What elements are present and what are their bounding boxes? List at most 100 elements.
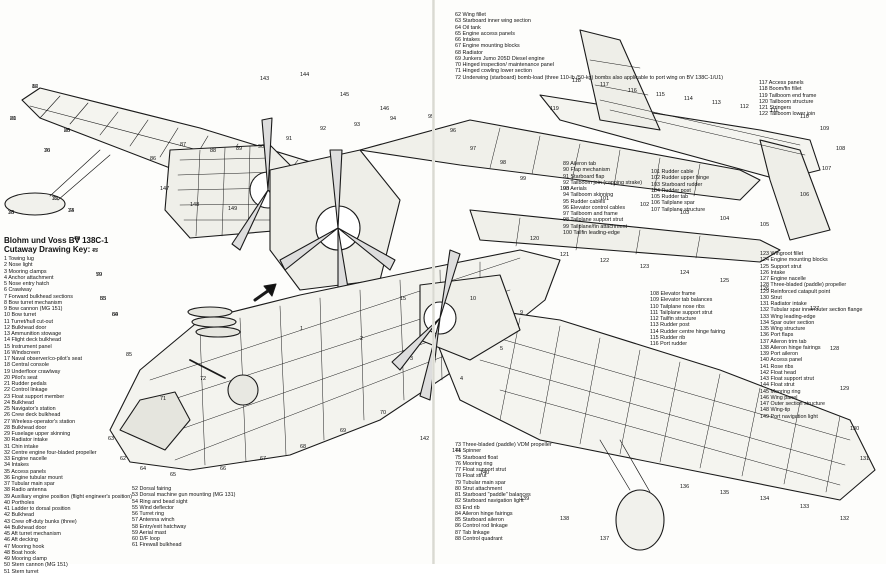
key-item: 128 Three-bladed (paddle) propeller bbox=[760, 282, 847, 289]
callout-number: 130 bbox=[850, 426, 859, 432]
callout-number: 127 bbox=[810, 306, 819, 312]
callout-number: 20 bbox=[10, 116, 16, 122]
tailplane-and-fins bbox=[539, 29, 831, 241]
key-item: 84 Aileron hinge fairings bbox=[455, 510, 513, 517]
callout-number: 50 bbox=[96, 272, 102, 278]
key-item: 28 Bulkhead door bbox=[4, 424, 47, 431]
callout-number: 136 bbox=[680, 484, 689, 490]
key-item: 7 Forward bulkhead sections bbox=[4, 293, 73, 300]
callout-number: 5 bbox=[500, 346, 503, 352]
key-item: 43 Crew off-duty bunks (three) bbox=[4, 518, 77, 525]
callout-number: 75 bbox=[52, 196, 58, 202]
key-item: 136 Port flaps bbox=[760, 332, 794, 339]
callout-number: 137 bbox=[600, 536, 609, 542]
key-item: 89 Aileron tab bbox=[563, 161, 596, 167]
callout-number: 129 bbox=[840, 386, 849, 392]
callout-number: 2 bbox=[360, 336, 363, 342]
key-item: 45 Aft turret mechanism bbox=[4, 531, 61, 537]
key-item: 39 Auxiliary engine position (flight eng… bbox=[4, 493, 133, 500]
key-item: 18 Central console bbox=[4, 362, 49, 369]
key-item: 96 Elevator control cables bbox=[563, 204, 626, 211]
callout-number: 126 bbox=[760, 286, 769, 292]
callout-number: 145 bbox=[340, 92, 349, 98]
key-item: 71 Hinged cowling lower section bbox=[455, 68, 533, 75]
key-item: 4 Anchor attachment bbox=[4, 274, 54, 281]
key-item: 112 Tailfin structure bbox=[650, 316, 697, 322]
key-item: 68 Radiator bbox=[455, 49, 483, 56]
callout-number: 62 bbox=[120, 456, 126, 462]
key-item: 24 Bulkhead bbox=[4, 399, 34, 406]
key-item: 69 Junkers Jumo 205D Diesel engine bbox=[455, 55, 545, 62]
callout-number: 133 bbox=[800, 504, 809, 510]
key-item: 42 Bulkhead bbox=[4, 512, 34, 519]
key-item: 122 Tailboom lower join bbox=[759, 111, 816, 118]
callout-number: 100 bbox=[560, 186, 569, 192]
callout-number: 84 bbox=[112, 312, 118, 318]
callout-number: 71 bbox=[160, 396, 166, 402]
callout-number: 82 bbox=[32, 84, 38, 90]
key-item: 135 Wing structure bbox=[760, 326, 806, 332]
callout-number: 66 bbox=[220, 466, 226, 472]
key-item: 62 Wing fillet bbox=[455, 12, 486, 18]
callout-number: 69 bbox=[340, 428, 346, 434]
key-item: 12 Bulkhead door bbox=[4, 324, 47, 331]
key-item: 145 Mooring ring bbox=[760, 388, 801, 395]
callout-number: 36 bbox=[8, 210, 14, 216]
callout-number: 65 bbox=[170, 472, 176, 478]
key-item: 114 Rudder centre hinge fairing bbox=[650, 328, 726, 335]
key-item: 17 Naval observer/co-pilot's seat bbox=[4, 356, 83, 362]
key-item: 138 Aileron hinge fairings bbox=[760, 344, 821, 351]
key-item: 35 Access panels bbox=[4, 468, 46, 475]
key-item: 124 Engine mounting blocks bbox=[760, 257, 828, 264]
callout-number: 97 bbox=[470, 146, 476, 152]
key-item: 31 Chin intake bbox=[4, 443, 39, 450]
callout-number: 55 bbox=[100, 296, 106, 302]
key-item: 137 Aileron trim tab bbox=[760, 338, 807, 345]
key-item: 120 Tailboom structure bbox=[759, 98, 814, 105]
key-item: 38 Radio antenna bbox=[4, 487, 47, 494]
callout-number: 111 bbox=[770, 108, 778, 114]
key-item: 132 Tubular spar inner/outer section fla… bbox=[760, 307, 863, 314]
callout-number: 104 bbox=[720, 216, 729, 222]
callout-number: 124 bbox=[680, 270, 689, 276]
callout-number: 118 bbox=[572, 78, 581, 84]
callout-number: 143 bbox=[260, 76, 269, 82]
callout-number: 64 bbox=[140, 466, 146, 472]
callout-number: 147 bbox=[160, 186, 169, 192]
callout-number: 10 bbox=[470, 296, 476, 302]
key-item: 20 Pilot's seat bbox=[4, 374, 38, 381]
callout-number: 132 bbox=[840, 516, 849, 522]
key-item: 14 Flight deck bulkhead bbox=[4, 337, 61, 344]
callout-number: 96 bbox=[450, 128, 456, 134]
callout-number: 73 bbox=[8, 210, 14, 216]
key-item: 46 Aft decking bbox=[4, 537, 38, 544]
key-item: 143 Float support strut bbox=[760, 376, 814, 382]
key-item: 116 Port rudder bbox=[650, 341, 688, 347]
callout-number: 141 bbox=[452, 448, 461, 454]
key-item: 47 Mooring hook bbox=[4, 543, 45, 550]
callout-number: 103 bbox=[680, 210, 689, 216]
key-item: 98 Tailplane support strut bbox=[563, 217, 624, 224]
key-item: 118 Boom/fin fillet bbox=[759, 86, 802, 93]
key-item: 125 Support strut bbox=[760, 263, 802, 270]
callout-number: 102 bbox=[640, 202, 649, 208]
key-item: 115 Rudder rib bbox=[650, 334, 686, 341]
key-item: 60 D/F loop bbox=[132, 536, 160, 542]
key-item: 83 End rib bbox=[455, 504, 480, 511]
callout-number: 60 bbox=[112, 312, 118, 318]
key-item: 74 Spinner bbox=[455, 448, 482, 455]
key-item: 56 Turret ring bbox=[132, 511, 165, 517]
key-item: 27 Wireless-operator's station bbox=[4, 418, 76, 425]
key-item: 146 Wing panel bbox=[760, 394, 798, 401]
key-item: 121 Stringers bbox=[759, 105, 792, 111]
callout-number: 139 bbox=[520, 496, 529, 502]
key-item: 21 Rudder pedals bbox=[4, 381, 47, 387]
callout-number: 95 bbox=[428, 114, 434, 120]
callout-number: 146 bbox=[380, 106, 389, 112]
key-item: 94 Tailboom skinning bbox=[563, 192, 614, 199]
key-item: 2 Nose light bbox=[4, 262, 33, 269]
